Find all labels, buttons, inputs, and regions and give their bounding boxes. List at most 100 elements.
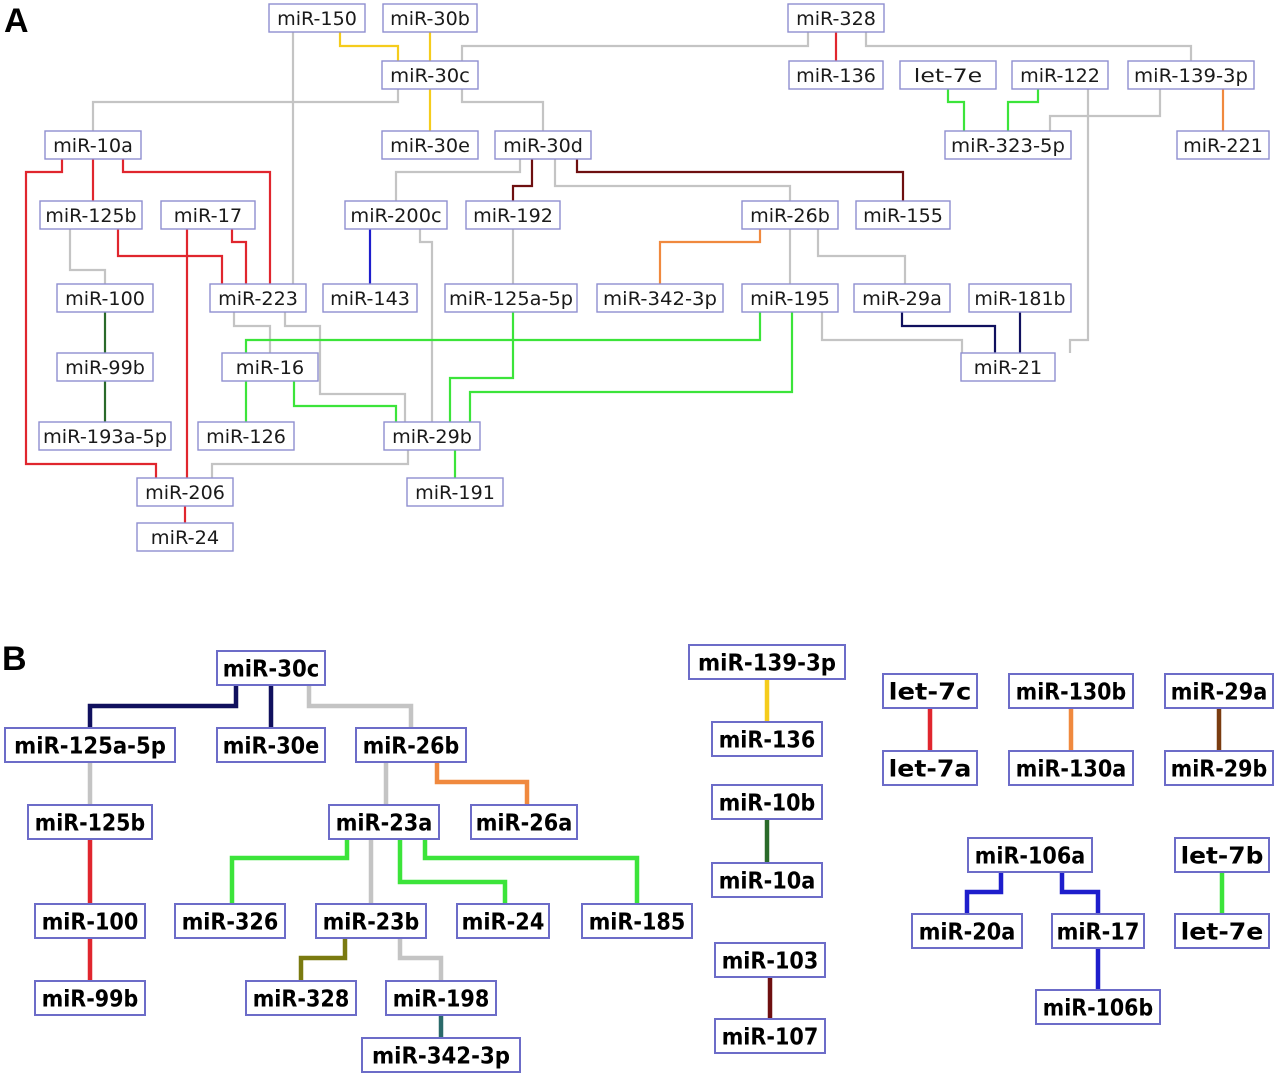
node-box [944, 130, 1072, 160]
edge-30d-to-192 [511, 159, 534, 201]
node-206: miR-206 [136, 477, 234, 507]
node-103: miR-103 [714, 942, 826, 978]
node-30c: miR-30c [216, 650, 326, 686]
node-box [174, 903, 286, 939]
node-label: miR-20a [919, 919, 1016, 945]
edge-223-to-16 [232, 312, 272, 353]
node-label: miR-30b [390, 8, 470, 30]
edge-10a-to-223 [121, 159, 272, 284]
node-181b: miR-181b [968, 283, 1072, 313]
node-label: miR-26a [476, 810, 573, 836]
node-139: miR-139-3p [1127, 60, 1255, 90]
node-125a: miR-125a-5p [444, 283, 578, 313]
node-label: miR-130b [1016, 679, 1126, 705]
edge-125b-to-100 [68, 229, 107, 284]
node-23b: miR-23b [315, 903, 427, 939]
edge-125a-to-29b [448, 312, 515, 422]
node-box [328, 804, 440, 840]
node-box [911, 913, 1023, 949]
node-label: miR-10a [53, 135, 133, 157]
node-label: miR-106b [1043, 995, 1153, 1021]
node-122: miR-122 [1011, 60, 1109, 90]
node-box [1051, 913, 1145, 949]
node-label: miR-185 [589, 909, 686, 935]
node-label: miR-155 [863, 205, 943, 227]
node-30b: miR-30b [382, 3, 478, 33]
node-221: miR-221 [1176, 130, 1270, 160]
edge-26b-to-26a [434, 762, 530, 805]
node-label: miR-191 [415, 482, 495, 504]
node-box [245, 980, 357, 1016]
node-label: let-7c [889, 679, 972, 705]
edge-23b-to-328 [298, 938, 348, 981]
node-label: miR-326 [182, 909, 279, 935]
node-99b: miR-99b [56, 352, 154, 382]
node-label: let-7e [1181, 919, 1264, 945]
node-let7b: let-7b [1174, 837, 1270, 873]
node-box [494, 130, 592, 160]
node-box [882, 673, 978, 709]
node-box [27, 804, 153, 840]
node-label: miR-30e [390, 135, 470, 157]
node-box [406, 477, 504, 507]
panel-a-edges [24, 32, 1225, 523]
node-label: miR-342-3p [603, 288, 717, 310]
node-label: miR-17 [174, 205, 242, 227]
edge-23a-to-326 [229, 839, 350, 904]
node-box [344, 200, 448, 230]
edge-125b-to-223 [116, 229, 224, 284]
node-box [216, 650, 326, 686]
node-label: miR-198 [393, 986, 490, 1012]
edge-122-to-323 [1006, 89, 1040, 131]
node-17: miR-17 [1051, 913, 1145, 949]
node-label: miR-30d [503, 135, 583, 157]
node-label: miR-10b [719, 790, 816, 816]
node-label: miR-99b [65, 357, 145, 379]
node-label: miR-106a [975, 843, 1085, 869]
node-21: miR-21 [960, 352, 1056, 382]
node-24: miR-24 [456, 903, 550, 939]
node-193a: miR-193a-5p [38, 421, 172, 451]
edge-30d-to-26b [553, 159, 792, 201]
node-195: miR-195 [741, 283, 839, 313]
node-26a: miR-26a [470, 804, 578, 840]
node-label: miR-328 [253, 986, 350, 1012]
edge-26b-to-342 [658, 229, 762, 284]
edge-195-to-16 [244, 312, 762, 353]
node-99b: miR-99b [34, 980, 146, 1016]
node-label: miR-122 [1020, 65, 1100, 87]
node-box [221, 352, 319, 382]
node-box [855, 200, 951, 230]
node-box [216, 727, 326, 763]
panel-label-b: B [2, 640, 27, 678]
edge-200c-to-29b [418, 229, 434, 422]
node-label: miR-221 [1183, 135, 1263, 157]
node-30e: miR-30e [381, 130, 479, 160]
node-box [322, 283, 418, 313]
node-box [882, 750, 978, 786]
node-30c: miR-30c [381, 60, 479, 90]
node-box [4, 727, 176, 763]
node-label: miR-139-3p [698, 650, 836, 676]
node-box [711, 862, 823, 898]
node-139: miR-139-3p [688, 644, 846, 680]
node-box [381, 130, 479, 160]
edge-let7e-to-323 [946, 89, 966, 131]
node-box [1008, 750, 1134, 786]
node-label: miR-136 [719, 727, 816, 753]
edge-30c-to-30d [460, 89, 545, 131]
node-let7c: let-7c [882, 673, 978, 709]
node-box [268, 3, 366, 33]
node-box [44, 130, 142, 160]
node-box [381, 60, 479, 90]
node-box [899, 60, 997, 90]
node-label: miR-29b [1171, 756, 1268, 782]
node-label: miR-107 [722, 1024, 819, 1050]
node-328: miR-328 [787, 3, 885, 33]
edge-106a-to-20a [964, 872, 1004, 914]
node-106a: miR-106a [967, 837, 1093, 873]
node-box [470, 804, 578, 840]
node-label: miR-21 [974, 357, 1042, 379]
node-box [444, 283, 578, 313]
node-125a: miR-125a-5p [4, 727, 176, 763]
